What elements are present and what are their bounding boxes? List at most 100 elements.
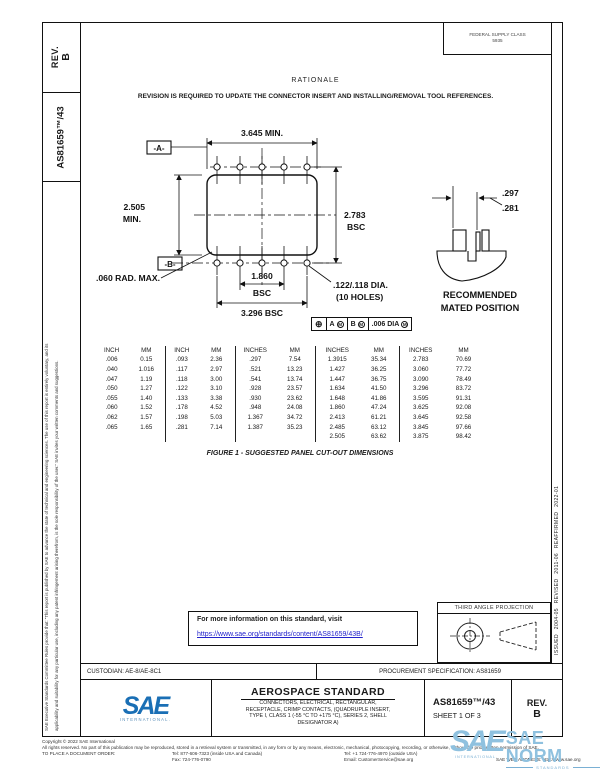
dim-value: .198	[175, 413, 188, 421]
dim-value: 1.52	[128, 403, 166, 414]
watermark-sae-logo: SAE	[450, 725, 506, 758]
right-column-divider	[551, 22, 553, 663]
standard-link[interactable]: https://www.sae.org/standards/content/AS…	[197, 631, 363, 638]
dim-value: 1.447	[329, 375, 345, 383]
dim-value: 1.40	[128, 393, 166, 404]
dim-value: 41.50	[359, 384, 400, 394]
dim-value: 77.72	[455, 365, 472, 373]
col-header: MM	[359, 346, 400, 356]
federal-supply-class-box: FEDERAL SUPPLY CLASS 5935	[443, 22, 551, 55]
standard-title-cell: AEROSPACE STANDARD CONNECTORS, ELECTRICA…	[212, 680, 425, 737]
dim-value	[275, 432, 316, 442]
rationale-body: REVISION IS REQUIRED TO UPDATE THE CONNE…	[137, 93, 494, 100]
dim-value	[128, 432, 166, 442]
watermark-name: SAE NORM	[505, 728, 563, 766]
dim-value: 63.12	[359, 422, 400, 433]
mmc-modifier-icon: M	[336, 320, 344, 328]
copyright-line: Copyright © 2022 SAE International	[42, 739, 115, 744]
dim-value: 2.505	[329, 433, 345, 441]
order-info: TO PLACE A DOCUMENT ORDER: Tel: 877-606-…	[42, 751, 582, 762]
dim-height-label-2: MIN.	[123, 214, 141, 224]
dim-value: 2.413	[329, 413, 345, 421]
dim-value: .928	[249, 385, 262, 393]
dim-value: .541	[249, 375, 262, 383]
page-frame	[42, 22, 563, 737]
dim-value: 1.648	[329, 394, 345, 402]
dim-value: 24.08	[275, 403, 316, 414]
col-header: MM	[128, 346, 166, 356]
dim-value: 3.060	[413, 365, 429, 373]
third-angle-projection-icon	[450, 618, 537, 654]
dim-value	[165, 432, 198, 442]
web-address: SAE WEB ADDRESS: http://www.sae.org	[496, 756, 581, 762]
dim-value: .050	[105, 385, 118, 393]
doc-number: AS81659™/43	[433, 697, 496, 708]
dim-value: 1.387	[247, 423, 263, 431]
sae-logo-text: SAE	[122, 692, 170, 720]
dim-value: 92.08	[455, 404, 472, 412]
fcf-tolerance-value: .006 DIA	[371, 320, 400, 328]
rev-label: REV.	[526, 697, 548, 708]
dim-value: 3.645	[413, 413, 429, 421]
projection-label: THIRD ANGLE PROJECTION	[438, 603, 550, 614]
custodian-row: CUSTODIAN: AE-8/AE-8C1 PROCUREMENT SPECI…	[80, 663, 563, 680]
dim-value: 4.52	[198, 403, 236, 414]
title-block: SAE INTERNATIONAL. AEROSPACE STANDARD CO…	[80, 680, 563, 737]
doc-number-box: AS81659™/43	[42, 93, 80, 182]
dim-value: 3.845	[413, 423, 429, 431]
rationale-heading: RATIONALE	[291, 77, 340, 84]
dim-value: 34.72	[275, 413, 316, 423]
dim-span-label: 3.296 BSC	[241, 308, 283, 318]
dim-value: 1.016	[128, 365, 166, 375]
info-box-text: For more information on this standard, v…	[197, 616, 343, 623]
dim-value: .040	[105, 365, 118, 373]
position-symbol: ⊕	[312, 318, 327, 330]
mated-dim-min: .281	[502, 203, 519, 213]
dim-value: 1.27	[128, 384, 166, 394]
dim-inner-label-2: BSC	[253, 288, 271, 298]
dim-value: .521	[249, 365, 262, 373]
dim-value: .122	[175, 385, 188, 393]
dim-value: 5.03	[198, 413, 236, 423]
dim-value: 0.15	[128, 355, 166, 366]
radius-note: .060 RAD. MAX.	[96, 273, 160, 283]
standard-description-line: DESIGNATOR A)	[297, 719, 339, 726]
figure-caption: FIGURE 1 - SUGGESTED PANEL CUT-OUT DIMEN…	[206, 450, 394, 457]
datum-a-label: -A-	[153, 144, 164, 153]
fsc-value: 5935	[492, 38, 503, 43]
mated-dim-lines	[432, 186, 503, 230]
rev-box: REV. B	[42, 22, 80, 93]
dim-value: 78.49	[455, 375, 472, 383]
dim-value: 2.97	[198, 365, 236, 375]
procurement-spec-cell: PROCUREMENT SPECIFICATION: AS81659	[379, 668, 501, 675]
dim-value: .133	[175, 394, 188, 402]
dim-value: .948	[249, 404, 262, 412]
dim-value: .062	[105, 413, 118, 421]
rev-label: REV.	[50, 45, 60, 69]
dim-value: 2.485	[329, 423, 345, 431]
figure-1-drawing: -A- -B- 3.645 MIN. 2.505 MIN. 2.783 BSC …	[96, 128, 520, 318]
col-header: MM	[275, 346, 316, 356]
dim-value: 1.367	[247, 413, 263, 421]
margin-disclaimer-line1: SAE Executive Standards Committee Rules …	[44, 343, 49, 731]
dim-value: 1.19	[128, 374, 166, 385]
dim-rows-label-2: BSC	[347, 222, 365, 232]
dim-value	[235, 432, 275, 442]
col-header: MM	[198, 346, 236, 356]
dim-value: .281	[175, 423, 188, 431]
standard-type-heading: AEROSPACE STANDARD	[241, 686, 395, 700]
dim-rows-label-1: 2.783	[344, 210, 366, 220]
dim-value: 23.62	[275, 393, 316, 404]
centerlines	[172, 148, 336, 286]
dim-value: 36.75	[359, 374, 400, 385]
fcf-tolerance: .006 DIA M	[369, 318, 412, 330]
datum-b-label: -B-	[164, 260, 175, 269]
dim-value: 3.38	[198, 393, 236, 404]
